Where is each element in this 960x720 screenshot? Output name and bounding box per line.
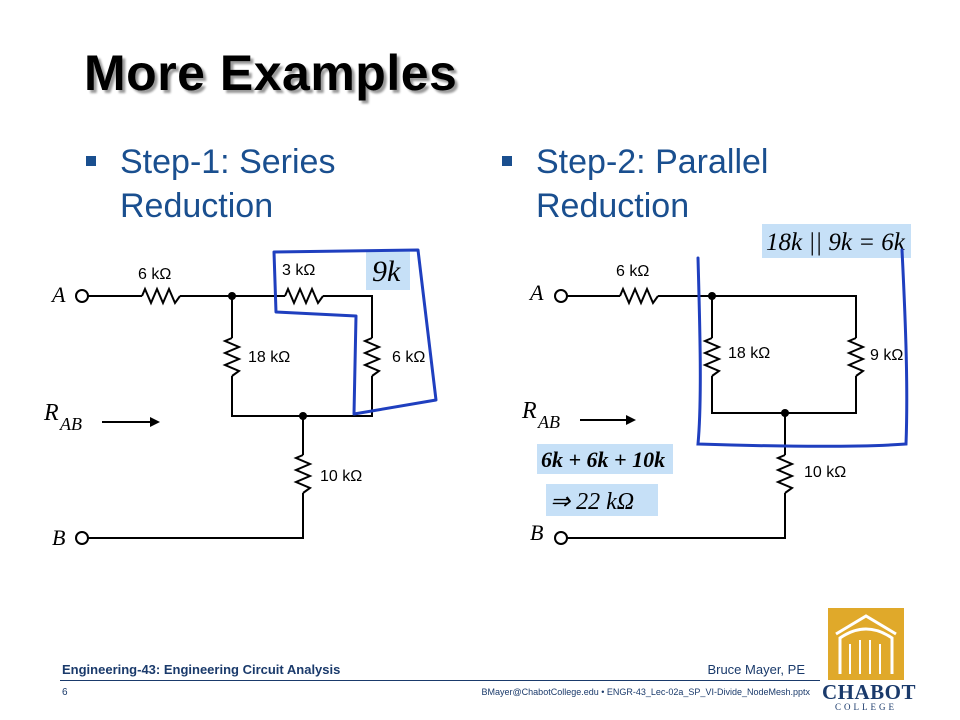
terminal-a (554, 289, 568, 303)
resistor-6k-right (362, 337, 382, 377)
label-r4: 9 kΩ (870, 347, 903, 364)
left-circuit-labels: A B R AB 6 kΩ 3 kΩ 18 kΩ 6 kΩ 10 kΩ (43, 262, 425, 550)
annotation-9k: 9k (372, 255, 401, 288)
label-r2: 3 kΩ (282, 262, 315, 279)
label-node-b: B (52, 525, 65, 550)
label-r1: 6 kΩ (616, 263, 649, 280)
footer-author: Bruce Mayer, PE (707, 662, 805, 677)
resistor-3k (284, 286, 324, 306)
label-node-b: B (530, 520, 543, 545)
annotation-box-result (546, 484, 658, 516)
hand-drawn-outline (696, 248, 909, 448)
annotation-result: ⇒ 22 kΩ (550, 489, 634, 515)
bullet-step-2-text: Step-2: Parallel Reduction (536, 143, 769, 225)
right-annotations: 18k || 9k = 6k 6k + 6k + 10k ⇒ 22 kΩ (537, 224, 911, 516)
page-number: 6 (62, 687, 68, 698)
label-r5: 10 kΩ (804, 464, 846, 481)
annotation-box-sum (537, 444, 673, 474)
annotation-sum: 6k + 6k + 10k (541, 447, 665, 472)
arrow-right-icon (626, 415, 636, 425)
resistor-10k (293, 454, 313, 494)
slide-title: More Examples (84, 45, 458, 101)
footer-file: BMayer@ChabotCollege.edu • ENGR-43_Lec-0… (481, 687, 810, 697)
label-rab: R (43, 400, 59, 426)
label-rab: R (521, 398, 537, 424)
label-rab-sub: AB (59, 414, 82, 434)
terminal-b (75, 531, 89, 545)
resistor-6k (619, 286, 659, 306)
resistor-10k (775, 454, 795, 494)
right-circuit-labels: A B R AB 6 kΩ 18 kΩ 9 kΩ 10 kΩ (521, 263, 903, 545)
square-bullet-icon (86, 156, 96, 166)
label-rab-sub: AB (537, 412, 560, 432)
junction-dot (781, 409, 789, 417)
footer-divider (60, 680, 820, 681)
label-node-a: A (528, 280, 544, 305)
square-bullet-icon (502, 156, 512, 166)
label-r5: 10 kΩ (320, 468, 362, 485)
resistor-18k (222, 337, 242, 377)
left-annotation: 9k (272, 248, 438, 416)
junction-dot (299, 412, 307, 420)
arrow-right-icon (150, 417, 160, 427)
logo-sub: COLLEGE (835, 702, 897, 712)
label-node-a: A (50, 282, 66, 307)
label-r3: 18 kΩ (728, 345, 770, 362)
terminal-a (75, 289, 89, 303)
logo-name: CHABOT (822, 680, 917, 704)
footer-course: Engineering-43: Engineering Circuit Anal… (62, 662, 341, 677)
resistor-9k (846, 337, 866, 377)
left-circuit (88, 286, 382, 539)
bullet-step-1-text: Step-1: Series Reduction (120, 143, 336, 225)
junction-dot (708, 292, 716, 300)
terminal-b (554, 531, 568, 545)
annotation-box-parallel (762, 224, 911, 258)
label-r4: 6 kΩ (392, 349, 425, 366)
left-circuit-marks (75, 289, 307, 545)
chabot-college-logo-icon (828, 608, 904, 680)
resistor-18k (702, 337, 722, 377)
right-circuit-marks (554, 289, 789, 545)
hand-drawn-outline (272, 248, 438, 416)
annotation-box (366, 250, 410, 290)
label-r3: 18 kΩ (248, 349, 290, 366)
annotation-parallel: 18k || 9k = 6k (766, 229, 906, 256)
label-r1: 6 kΩ (138, 266, 171, 283)
resistor-6k (141, 286, 181, 306)
junction-dot (228, 292, 236, 300)
